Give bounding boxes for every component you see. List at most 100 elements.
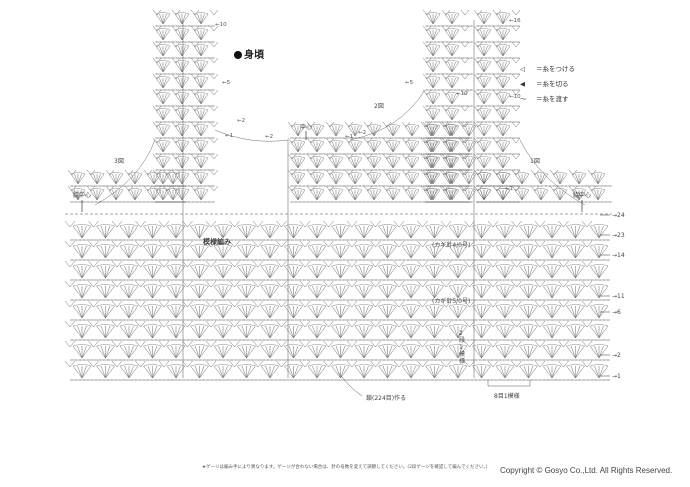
chain-stitch	[602, 379, 606, 381]
chain-stitch	[266, 379, 270, 381]
chain-stitch	[542, 379, 546, 381]
v-stitch	[190, 57, 196, 64]
chain-stitch	[590, 339, 594, 341]
fan-stitch	[578, 189, 583, 201]
fan-stitch	[547, 245, 553, 259]
fan-stitch	[335, 141, 344, 153]
chain-stitch	[342, 201, 346, 203]
chain-stitch	[410, 279, 414, 281]
chain-stitch	[191, 201, 195, 203]
fan-stitch	[476, 325, 482, 339]
chain-stitch	[492, 41, 496, 43]
v-stitch	[287, 153, 293, 160]
chain-stitch	[110, 299, 114, 301]
fan-stitch	[559, 189, 564, 201]
chain-stitch	[442, 239, 446, 241]
fan-arc	[143, 344, 162, 347]
chain-stitch	[484, 185, 488, 187]
chain-stitch	[330, 169, 334, 171]
fan-stitch	[105, 285, 115, 299]
fan-arc	[166, 244, 186, 247]
v-stitch	[492, 169, 498, 176]
fan-stitch	[246, 325, 256, 339]
v-stitch	[417, 320, 423, 328]
fan-stitch	[483, 173, 488, 185]
chain-stitch	[482, 299, 486, 301]
chain-stitch	[362, 279, 366, 281]
chain-stitch	[492, 201, 496, 203]
fan-stitch	[483, 45, 492, 57]
fan-stitch	[194, 285, 200, 299]
v-stitch	[163, 320, 170, 328]
chain-stitch	[550, 319, 554, 321]
chain-stitch	[550, 359, 554, 361]
chain-stitch	[186, 379, 190, 381]
fan-stitch	[241, 265, 247, 279]
v-stitch	[393, 360, 400, 368]
fan-stitch	[363, 265, 369, 279]
chain-stitch	[578, 239, 582, 241]
fan-stitch	[159, 125, 164, 137]
fan-arc	[461, 140, 477, 143]
chain-stitch	[195, 169, 199, 171]
fan-stitch	[481, 285, 487, 299]
v-stitch	[210, 360, 217, 368]
chain-stitch	[226, 339, 230, 341]
fan-stitch	[502, 45, 511, 57]
fan-stitch	[332, 157, 337, 169]
fan-stitch	[96, 173, 105, 185]
chain-stitch	[526, 259, 530, 261]
fan-stitch	[481, 265, 491, 279]
chain-stitch	[469, 185, 473, 187]
fan-stitch	[429, 109, 434, 121]
fan-arc	[425, 224, 444, 227]
v-stitch	[323, 240, 329, 248]
fan-stitch	[495, 225, 506, 239]
fan-stitch	[366, 157, 375, 169]
fan-stitch	[446, 173, 451, 185]
fan-stitch	[246, 285, 256, 299]
v-stitch	[128, 169, 134, 176]
chain-stitch	[414, 359, 418, 361]
fan-stitch	[378, 365, 388, 379]
chain-stitch	[410, 137, 414, 139]
chain-stitch	[486, 239, 490, 241]
fan-stitch	[316, 285, 322, 299]
chain-stitch	[150, 319, 154, 321]
chain-stitch	[163, 105, 167, 107]
chain-stitch	[110, 279, 114, 281]
chain-stitch	[162, 379, 166, 381]
chain-stitch	[342, 359, 346, 361]
chain-stitch	[394, 153, 398, 155]
fan-stitch	[288, 285, 294, 299]
chain-stitch	[374, 137, 378, 139]
v-stitch	[445, 240, 452, 248]
fan-stitch	[370, 189, 375, 201]
fan-stitch	[159, 45, 164, 57]
chain-stitch	[430, 201, 434, 203]
v-stitch	[464, 105, 470, 112]
chain-stitch	[466, 239, 470, 241]
chain-stitch	[178, 319, 182, 321]
v-stitch	[205, 300, 212, 308]
v-stitch	[496, 41, 502, 48]
chain-stitch	[518, 239, 522, 241]
fan-arc	[448, 244, 468, 247]
chain-stitch	[500, 25, 504, 27]
fan-stitch	[434, 265, 444, 279]
fan-stitch	[96, 345, 106, 359]
fan-stitch	[105, 325, 115, 339]
chain-stitch	[338, 239, 342, 241]
fan-stitch	[175, 365, 186, 379]
fan-stitch	[370, 173, 375, 185]
chain-stitch	[492, 121, 496, 123]
v-stitch	[281, 300, 287, 308]
v-stitch	[487, 340, 494, 348]
chain-stitch	[566, 259, 570, 261]
fan-stitch	[178, 77, 183, 89]
chain-stitch	[546, 239, 550, 241]
fan-stitch	[105, 325, 111, 339]
chain-stitch	[262, 259, 266, 261]
fan-stitch	[429, 245, 435, 259]
chain-stitch	[159, 105, 163, 107]
